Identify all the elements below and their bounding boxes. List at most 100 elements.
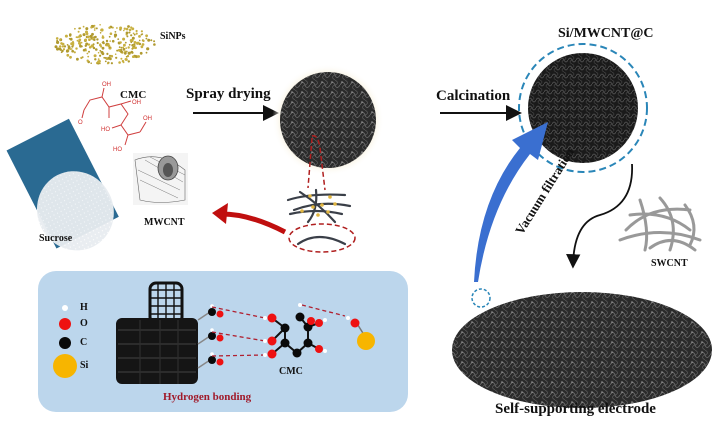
si-nanoparticle [122, 46, 125, 49]
si-nanoparticle [57, 47, 60, 51]
si-nanoparticle [90, 38, 92, 40]
si-nanoparticle [140, 30, 143, 33]
si-nanoparticle [90, 26, 93, 29]
si-nanoparticle [138, 35, 141, 38]
si-nanoparticle [113, 33, 118, 37]
si-nanoparticle [94, 58, 97, 61]
si-nanoparticle [145, 51, 148, 54]
si-nanoparticle [100, 50, 104, 54]
sucrose-image [6, 118, 119, 251]
sinps-label: SiNPs [160, 31, 186, 42]
si-nanoparticle [94, 27, 96, 29]
si-nanoparticle [93, 54, 97, 58]
si-nanoparticle [85, 27, 89, 31]
spray-dried-microsphere [280, 72, 376, 168]
si-nanoparticle [138, 39, 141, 42]
vacuum-filtration-arrow [566, 163, 633, 269]
si-nanoparticle [97, 51, 100, 54]
si-nanoparticle [86, 35, 90, 39]
si-nanoparticle [123, 27, 127, 30]
cmc-molecule-drawing [81, 87, 147, 146]
si-nanoparticle [132, 46, 135, 49]
si-nanoparticle [67, 45, 71, 48]
si-nanoparticle [122, 37, 126, 41]
si-nanoparticle [86, 52, 89, 55]
si-nanoparticle [59, 38, 62, 41]
sinps-particles [54, 24, 156, 65]
si-nanoparticle [120, 50, 123, 54]
si-nanoparticle [105, 39, 109, 43]
si-nanoparticle [71, 43, 75, 47]
electrode-zoom-circle [471, 288, 491, 308]
si-nanoparticle [153, 43, 156, 46]
si-nanoparticle [61, 45, 64, 48]
swcnt-image [618, 196, 702, 252]
si-nanoparticle [69, 33, 72, 36]
carboxyl-atom [216, 358, 224, 366]
cmc-panel-label: CMC [279, 366, 303, 377]
self-supporting-electrode-film [452, 292, 712, 408]
swcnt-label: SWCNT [651, 258, 688, 269]
si-nanoparticle [85, 42, 89, 46]
si-nanoparticle [123, 43, 126, 47]
legend-si-atom [53, 354, 77, 378]
si-nanoparticle [134, 46, 137, 50]
cmc-o: O [78, 120, 83, 126]
si-nanoparticle [130, 34, 133, 37]
legend-si-label: Si [80, 360, 89, 371]
si-nanoparticle [146, 47, 150, 51]
si-nanoparticle [124, 41, 127, 44]
si-nanoparticle [76, 39, 79, 42]
legend-c-atom [59, 337, 71, 349]
si-nanoparticle [150, 39, 153, 42]
si-nanoparticle [116, 49, 119, 52]
si-nanoparticle [115, 56, 118, 59]
si-nanoparticle [130, 50, 134, 54]
si-nanoparticle [127, 60, 130, 63]
si-nanoparticle [128, 28, 132, 32]
hydrogen-bond-lines [211, 304, 346, 357]
si-nanoparticle [99, 32, 102, 34]
si-nanoparticle [80, 45, 83, 48]
si-nanoparticle [66, 53, 70, 57]
si-nanoparticle [153, 40, 156, 43]
si-nanoparticle [56, 40, 60, 45]
si-nanoparticle [107, 56, 111, 60]
si-nanoparticle [127, 51, 131, 55]
silicon-hydroxyl-model [346, 316, 375, 350]
si-nanoparticle [145, 37, 148, 40]
si-nanoparticle [114, 31, 117, 33]
si-nanoparticle [106, 62, 109, 65]
legend-h-atom [62, 305, 68, 311]
si-nanoparticle [101, 46, 105, 50]
si-nanoparticle [108, 26, 111, 29]
si-nanoparticle [86, 59, 89, 62]
red-curved-arrow [221, 211, 287, 235]
si-nanoparticle [128, 31, 131, 34]
si-nanoparticle [69, 48, 72, 50]
tube-bundle-inset [286, 188, 352, 246]
si-nanoparticle [97, 58, 100, 60]
si-nanoparticle [119, 41, 122, 44]
si-nanoparticle [77, 30, 80, 33]
cmc-oh-2: OH [132, 100, 141, 106]
si-nanoparticle [130, 41, 133, 44]
carboxyl-bond [197, 311, 211, 321]
calcination-label: Calcination [436, 88, 511, 104]
si-nanoparticle [84, 38, 87, 42]
si-nanoparticle [75, 47, 78, 50]
si-nanoparticle [141, 43, 145, 46]
si-nanoparticle [133, 41, 137, 44]
carboxyl-atom [216, 334, 224, 342]
si-nanoparticle [95, 27, 98, 30]
si-nanoparticle [78, 38, 82, 42]
si-nanoparticle [132, 32, 135, 35]
si-nanoparticle [102, 41, 105, 45]
si-nanoparticle [63, 45, 67, 48]
si-nanoparticle [130, 38, 134, 42]
si-nanoparticle [125, 31, 129, 35]
carboxyl-bond [197, 359, 211, 369]
si-nanoparticle [99, 62, 101, 65]
cmc-ho-2: HO [113, 147, 122, 153]
si-nanoparticle [133, 33, 136, 36]
